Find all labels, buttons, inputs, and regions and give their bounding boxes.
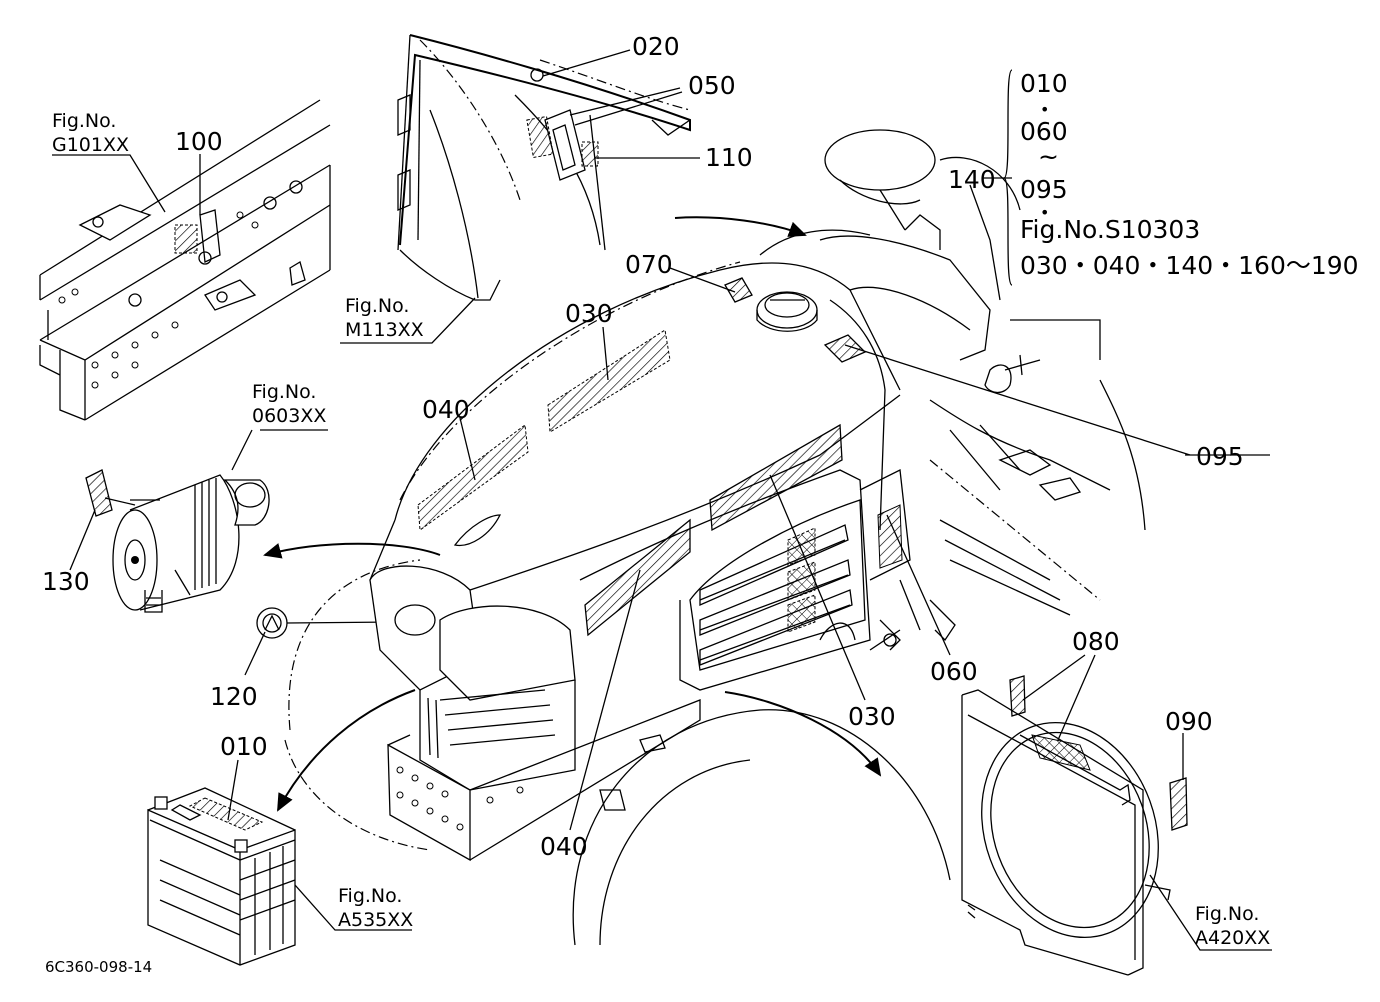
fig-ref-code: A420XX: [1195, 927, 1270, 949]
drawing-code: 6C360-098-14: [45, 958, 152, 976]
part-label-120: 120: [210, 682, 258, 711]
part-label-130: 130: [42, 567, 90, 596]
labels: Fig.No.G101XX Fig.No.M113XX Fig.No.0603X…: [42, 32, 1359, 976]
tractor-body-drawing: [284, 129, 1146, 946]
part-label-100: 100: [175, 127, 223, 156]
set-line-fig: Fig.No.S10303: [1020, 215, 1200, 244]
set-dot-2: •: [1040, 203, 1049, 222]
fig-ref-m113: Fig.No.M113XX: [345, 295, 424, 341]
part-label-030b: 030: [848, 702, 896, 731]
part-label-040a: 040: [422, 395, 470, 424]
fig-ref-prefix: Fig.No.: [345, 295, 409, 317]
fig-ref-a535: Fig.No.A535XX: [338, 885, 413, 931]
fig-ref-code: 0603XX: [252, 405, 326, 427]
part-label-090: 090: [1165, 707, 1213, 736]
part-label-040b: 040: [540, 832, 588, 861]
leader-lines: [52, 49, 1272, 951]
fig-ref-code: G101XX: [52, 134, 129, 156]
fig-ref-g101: Fig.No.G101XX: [52, 110, 129, 156]
fig-ref-prefix: Fig.No.: [1195, 903, 1259, 925]
arrows: [263, 216, 882, 812]
set-line-list: 030・040・140・160～190: [1020, 251, 1359, 280]
part-label-095: 095: [1196, 442, 1244, 471]
radiator-shroud-drawing: [961, 675, 1188, 976]
air-cleaner-drawing: [85, 469, 270, 613]
part-label-060: 060: [930, 657, 978, 686]
set-dot-1: •: [1040, 100, 1049, 119]
battery-drawing: [147, 787, 296, 966]
part-label-110: 110: [705, 143, 753, 172]
part-label-070: 070: [625, 250, 673, 279]
set-root-140: 140: [948, 165, 996, 194]
fig-ref-0603: Fig.No.0603XX: [252, 381, 326, 427]
set-line-095: 095: [1020, 175, 1068, 204]
fig-ref-prefix: Fig.No.: [252, 381, 316, 403]
part-label-030a: 030: [565, 299, 613, 328]
set-line-010: 010: [1020, 69, 1068, 98]
part-label-020: 020: [632, 32, 680, 61]
part-label-010: 010: [220, 732, 268, 761]
set-tilde: ~: [1038, 142, 1059, 171]
part-label-050: 050: [688, 71, 736, 100]
fig-ref-code: M113XX: [345, 319, 424, 341]
fig-ref-code: A535XX: [338, 909, 413, 931]
fig-ref-a420: Fig.No.A420XX: [1195, 903, 1270, 949]
frame-drawing: [39, 99, 331, 421]
bonnet-shell-drawing: [397, 34, 691, 301]
fig-ref-prefix: Fig.No.: [338, 885, 402, 907]
fig-ref-prefix: Fig.No.: [52, 110, 116, 132]
set-line-060: 060: [1020, 117, 1068, 146]
part-label-080: 080: [1072, 627, 1120, 656]
